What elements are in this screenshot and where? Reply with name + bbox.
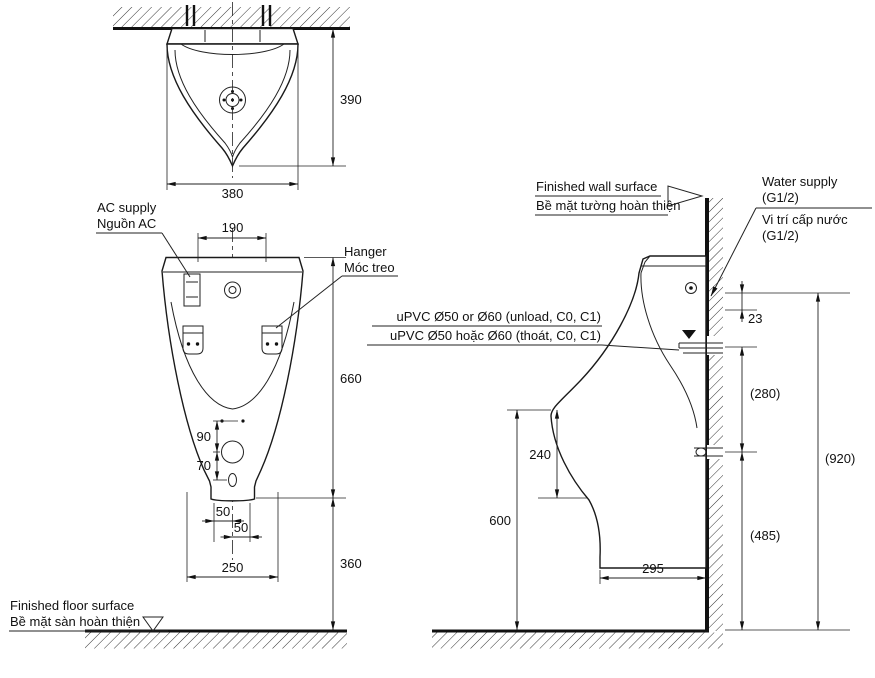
dim-70-label: 70 [197,458,211,473]
floor-level-marker-icon [142,616,164,632]
hanger-label-en: Hanger [344,244,387,259]
urinal-side-outline [550,255,707,569]
drain-front-icon [221,440,244,464]
ac-supply-label-en: AC supply [97,200,157,215]
water-supply-label-vi2: (G1/2) [762,228,799,243]
upvc-label-vi: uPVC Ø50 hoặc Ø60 (thoát, C0, C1) [390,328,601,343]
floor-left: Finished floor surface Bề mặt sàn hoàn t… [9,598,347,649]
water-supply-label-en: Water supply [762,174,838,189]
outlet-slot-icon [228,473,237,487]
dim-250-label: 250 [222,560,244,575]
dim-660-label: 660 [340,371,362,386]
bowl-rim-curve [170,301,295,410]
dim-280: (280) [739,346,780,453]
dim-390-label: 390 [340,92,362,107]
side-view: Finished wall surface Bề mặt tường hoàn … [367,174,872,649]
label-ac-supply: AC supply Nguồn AC [96,200,191,278]
dim-660: 660 [256,257,362,499]
water-inlet-icon [685,282,697,294]
floor-hatch-left [85,632,347,649]
bottom-fixing-icon [694,445,724,459]
anchor-bolts-icon [185,5,272,26]
dim-240-label: 240 [529,447,551,462]
label-upvc: uPVC Ø50 or Ø60 (unload, C0, C1) uPVC Ø5… [367,309,680,351]
dim-360: 360 [330,497,362,631]
dim-295-label: 295 [642,561,664,576]
dim-600: 600 [489,409,551,631]
floor-hatch-right [432,632,723,649]
water-supply-label-vi: Vi trí cấp nước [762,212,848,227]
ac-supply-label-vi: Nguồn AC [97,216,156,231]
upvc-label-en: uPVC Ø50 or Ø60 (unload, C0, C1) [397,309,602,324]
dim-600-label: 600 [489,513,511,528]
label-finished-floor: Finished floor surface Bề mặt sàn hoàn t… [9,598,168,632]
finished-floor-label-en: Finished floor surface [10,598,134,613]
dim-23: 23 [739,281,762,326]
hanger-label-vi: Móc treo [344,260,395,275]
top-view: 390 380 [113,2,362,201]
dim-50-left-label: 50 [216,504,230,519]
dim-50-right: 50 [220,503,262,542]
front-view: AC supply Nguồn AC Hanger Móc treo 190 6… [96,200,398,631]
dim-485-label: (485) [750,528,780,543]
finished-wall-label-vi: Bề mặt tường hoàn thiện [536,198,680,213]
label-hanger: Hanger Móc treo [275,244,398,329]
dim-380-label: 380 [222,186,244,201]
ceiling-hatch [113,7,350,28]
dim-90: 90 [197,420,238,453]
dim-390: 390 [239,28,362,167]
dim-240: 240 [529,409,588,499]
dim-920: (920) [815,292,855,631]
dim-70: 70 [197,451,227,481]
ac-supply-leader [161,232,191,278]
flush-inlet-icon [224,281,241,299]
upvc-leader [601,344,680,351]
urinal-front-outline [161,256,304,502]
dim-485: (485) [739,451,780,631]
dim-50-right-label: 50 [234,520,248,535]
dim-295: 295 [599,561,707,584]
dim-50-left: 50 [202,503,244,542]
dim-360-label: 360 [340,556,362,571]
dim-23-label: 23 [748,311,762,326]
dim-280-label: (280) [750,386,780,401]
dim-250: 250 [186,492,279,582]
label-water-supply: Water supply (G1/2) Vi trí cấp nước (G1/… [710,174,872,297]
spreader-fitting-icon [678,330,724,355]
label-finished-wall: Finished wall surface Bề mặt tường hoàn … [535,179,704,216]
dim-190-label: 190 [222,220,244,235]
water-supply-label-en2: (G1/2) [762,190,799,205]
bowl-inner-profile [640,255,698,429]
finished-wall-label-en: Finished wall surface [536,179,657,194]
water-supply-leader [710,207,757,297]
dim-90-label: 90 [197,429,211,444]
dim-190: 190 [197,220,267,262]
ac-supply-box [183,273,201,307]
finished-floor-label-vi: Bề mặt sàn hoàn thiện [10,614,140,629]
wall-level-marker-icon [667,185,704,207]
dim-380: 380 [166,48,299,201]
dim-920-label: (920) [825,451,855,466]
wall-hatch [709,198,723,631]
